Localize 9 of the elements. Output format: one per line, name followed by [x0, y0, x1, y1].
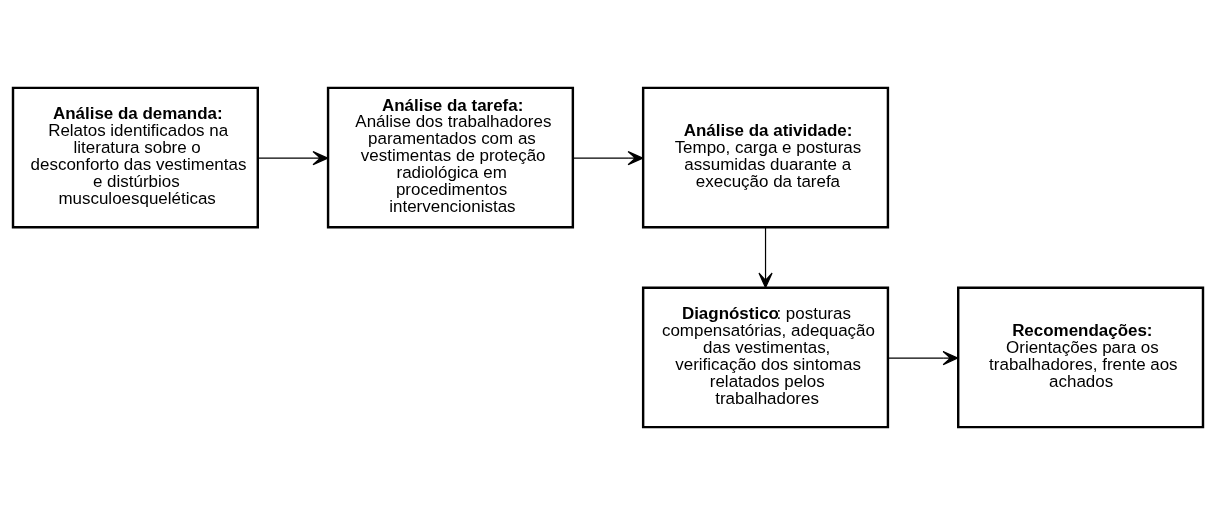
arrow [257, 150, 329, 165]
arrow [758, 226, 773, 288]
arrow [887, 350, 959, 365]
node-box: Análise da demanda: Relatos identificados na literatura sobre o desconforto das vestimentas e distúrbios musculoesqueléticas [11, 86, 259, 228]
node-box: Diagnóstico: posturas compensatórias, adequação das vestimentas, verificação dos sintomas relatados pelos trabalhadores [641, 286, 890, 428]
node-box: Análise da tarefa: Análise dos trabalhadores paramentados com as vestimentas de proteção radiológica em procedimentos intervencionistas [326, 86, 575, 228]
arrow [572, 150, 644, 165]
node-box: Análise da atividade: Tempo, carga e posturas assumidas duarante a execução da tarefa [641, 86, 890, 228]
node-box: Recomendações: Orientações para os trabalhadores, frente aos achados [957, 286, 1205, 428]
